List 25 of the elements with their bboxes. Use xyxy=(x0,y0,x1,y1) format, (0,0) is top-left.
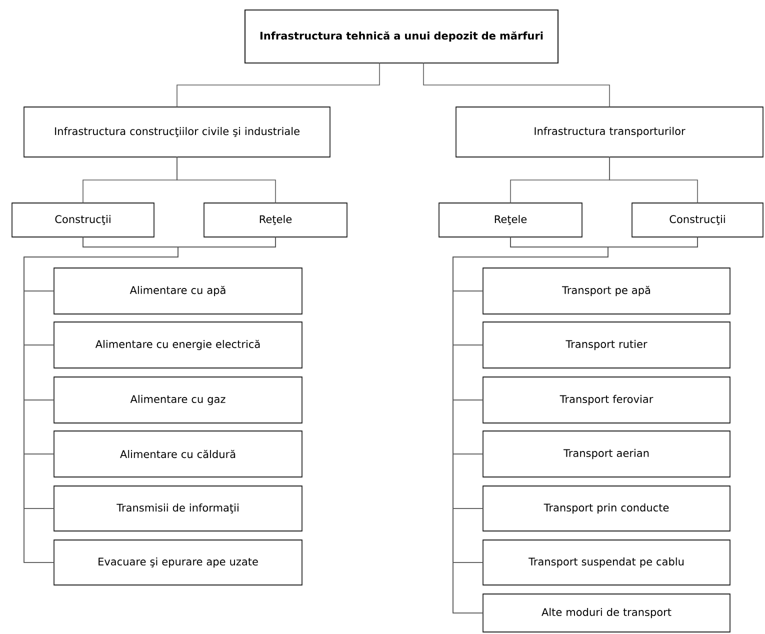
process-box: Infrastructura tehnică a unui depozit de mărfuri xyxy=(244,9,559,64)
process-box: Transport rutier xyxy=(482,322,730,368)
process-box: Construcţii xyxy=(12,202,154,238)
process-box: Transport pe apă xyxy=(482,268,730,314)
connector-line xyxy=(176,156,276,203)
connector-line xyxy=(609,156,698,203)
connector-line xyxy=(24,237,276,563)
process-box: Alimentare cu gaz xyxy=(54,376,302,424)
process-box: Reţele xyxy=(204,202,348,238)
process-box: Reţele xyxy=(438,202,582,238)
connector-line xyxy=(423,62,610,107)
process-box: Construcţii xyxy=(632,202,764,238)
process-box: Alimentare cu apă xyxy=(54,268,302,314)
process-box: Evacuare şi epurare ape uzate xyxy=(54,540,302,586)
process-box: Transport aerian xyxy=(482,430,730,478)
process-box: Transport feroviar xyxy=(482,376,730,424)
process-box: Transport prin conducte xyxy=(482,486,730,532)
process-box: Infrastructura construcţiilor civile şi industriale xyxy=(24,106,330,158)
process-box: Alimentare cu căldură xyxy=(54,430,302,478)
process-box: Alimentare cu energie electrică xyxy=(54,322,302,368)
process-box: Transport suspendat pe cablu xyxy=(482,540,730,586)
connector-line xyxy=(176,62,380,107)
process-box: Infrastructura transporturilor xyxy=(456,106,764,158)
process-box: Alte moduri de transport xyxy=(482,594,730,632)
process-box: Transmisii de informaţii xyxy=(54,486,302,532)
